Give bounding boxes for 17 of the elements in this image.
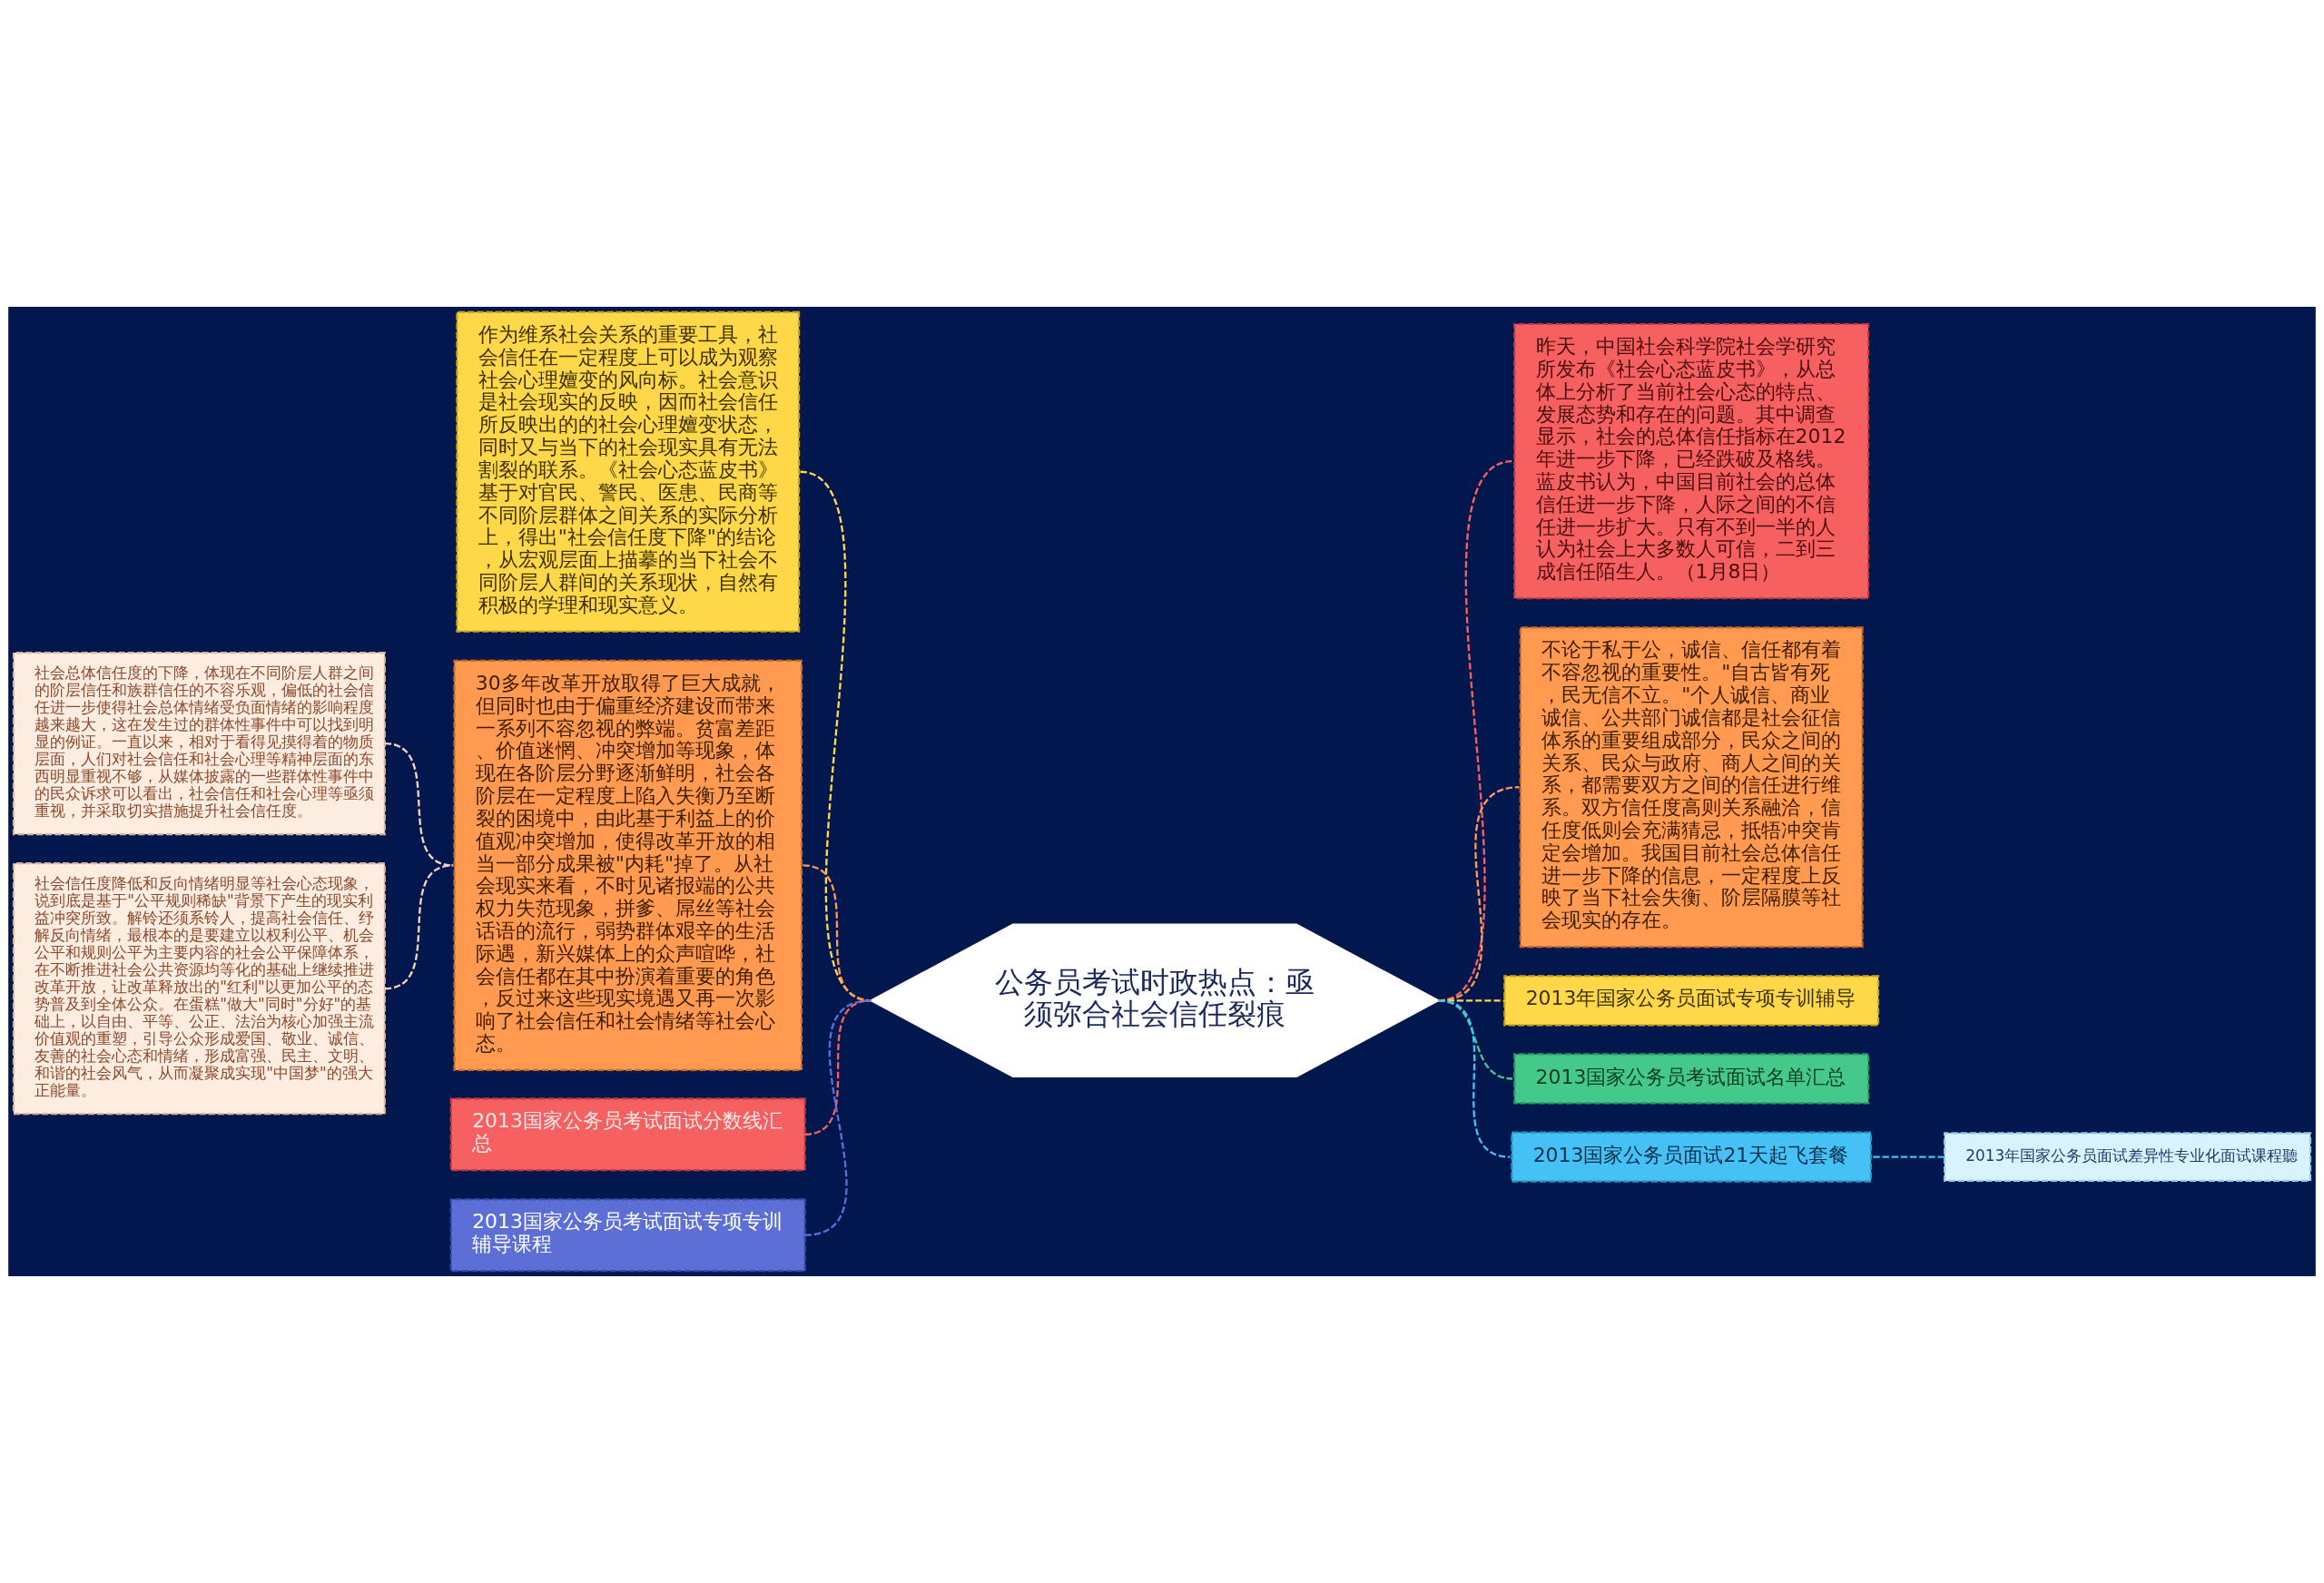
node-box: 2013年国家公务员面试差异性专业化面试课程聽: [1943, 1132, 2312, 1182]
node-box: 不论于私于公，诚信、信任都有着不容忽视的重要性。"自古皆有死，民无信不立。"个人诚信、商业诚信、公共部门诚信都是社会征信体系的重要组成部分，民众之间的关系、民众与政府、商人之间的关系，都需要双方之间的信任进行维系。双方信任度高则关系融洽，信任度低则会充满猜忌，抵牾冲突肯定会增加。我国目前社会总体信任进一步下降的信息，一定程度上反映了当下社会失衡、阶层隔膜等社会现实的存在。: [1519, 626, 1864, 949]
node-box: 2013国家公务员考试面试分数线汇总: [449, 1097, 806, 1172]
node-box: 昨天，中国社会科学院社会学研究所发布《社会心态蓝皮书》，从总体上分析了当前社会心态的特点、发展态势和存在的问题。其中调查显示，社会的总体信任指标在2012年进一步下降，已经跌破及格线。蓝皮书认为，中国目前社会的总体信任进一步下降，人际之间的不信任进一步扩大。只有不到一半的人认为社会上大多数人可信，二到三成信任陌生人。（1月8日）: [1513, 322, 1870, 600]
node-box: 2013国家公务员面试21天起飞套餐: [1511, 1131, 1873, 1183]
connector: [1873, 1155, 1945, 1158]
node-box: 2013国家公务员考试面试专项专训辅导课程: [449, 1198, 806, 1273]
connector: [804, 999, 872, 1136]
node-box: 2013年国家公务员面试专项专训辅导: [1503, 975, 1880, 1027]
connector: [1438, 999, 1511, 1158]
node-box: 30多年改革开放取得了巨大成就，但同时也由于偏重经济建设而带来一系列不容忽视的弊端。贫富差距、价值迷惘、冲突增加等现象，体现在各阶层分野逐渐鲜明，社会各阶层在一定程度上陷入失衡乃至断裂的困境中，由此基于利益上的价值观冲突增加，使得改革开放的相当一部分成果被"内耗"掉了。从社会现实来看，不时见诸报端的公共权力失范现象，拼爹、屌丝等社会话语的流行，弱势群体艰辛的生活际遇，新兴媒体上的众声喧哗，社会信任都在其中扮演着重要的角色，反过来这些现实境遇又再一次影响了社会信任和社会情绪等社会心态。: [453, 659, 803, 1072]
node-box: 社会总体信任度的下降，体现在不同阶层人群之间的阶层信任和族群信任的不容乐观，偏低的社会信任进一步使得社会总体情绪受负面情绪的影响程度越来越大，这在发生过的群体性事件中可以找到明显的例证。一直以来，相对于看得见摸得着的物质层面，人们对社会信任和社会心理等精神层面的东西明显重视不够，从媒体披露的一些群体性事件中的民众诉求可以看出，社会信任和社会心理等亟须重视，并采取切实措施提升社会信任度。: [12, 651, 386, 836]
connector: [804, 999, 872, 1236]
node-box: 2013国家公务员考试面试名单汇总: [1513, 1053, 1870, 1105]
connector: [384, 864, 454, 990]
node-box: 社会信任度降低和反向情绪明显等社会心态现象，说到底是基于"公平规则稀缺"背景下产生的现实利益冲突所致。解铃还须系铃人，提高社会信任、纾解反向情绪，最根本的是要建立以权利公平、机会公平和规则公平为主要内容的社会公平保障体系，在不断推进社会公共资源均等化的基础上继续推进改革开放，让改革释放出的"红利"以更加公平的态势普及到全体公众。在蛋糕"做大"同时"分好"的基础上，以自由、平等、公正、法治为核心加强主流价值观的重塑，引导公众形成爱国、敬业、诚信、友善的社会心态和情绪，形成富强、民主、文明、和谐的社会风气，从而凝聚成实现"中国梦"的强大正能量。: [12, 862, 386, 1116]
node-box: 作为维系社会关系的重要工具，社会信任在一定程度上可以成为观察社会心理嬗变的风向标。社会意识是社会现实的反映，因而社会信任所反映出的的社会心理嬗变状态，同时又与当下的社会现实具有无法割裂的联系。《社会心态蓝皮书》基于对官民、警民、医患、民商等不同阶层群体之间关系的实际分析上，得出"社会信任度下降"的结论，从宏观层面上描摹的当下社会不同阶层人群间的关系现状，自然有积极的学理和现实意义。: [456, 310, 801, 633]
